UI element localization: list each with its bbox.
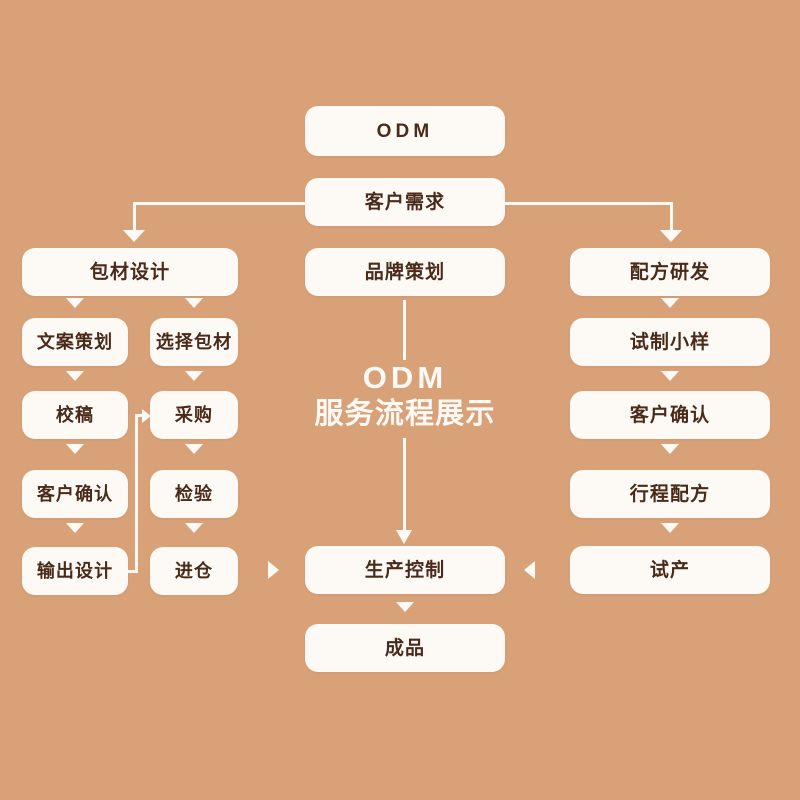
arrow-rnd-to-sample-icon — [661, 298, 679, 308]
node-label: 客户需求 — [364, 191, 446, 213]
node-label: 文案策划 — [36, 332, 114, 352]
branch-right-vertical — [670, 202, 673, 232]
node-label: 行程配方 — [629, 483, 711, 505]
node-brand-planning[interactable]: 品牌策划 — [305, 248, 505, 296]
branch-left-arrowhead-icon — [123, 230, 145, 242]
node-select-packaging[interactable]: 选择包材 — [150, 318, 238, 366]
node-package-design[interactable]: 包材设计 — [22, 248, 238, 296]
node-label: 客户确认 — [629, 404, 711, 426]
feedback-output-vertical — [135, 414, 138, 572]
node-label: 检验 — [174, 484, 214, 504]
center-line-upper — [403, 300, 406, 360]
node-customer-need[interactable]: 客户需求 — [305, 178, 505, 226]
arrow-left-into-production-icon — [268, 561, 279, 579]
node-trial-sample[interactable]: 试制小样 — [570, 318, 770, 366]
node-label: ODM — [376, 120, 434, 142]
arrow-production-to-finished-icon — [396, 602, 414, 612]
arrow-copy-to-proof-icon — [66, 371, 84, 381]
node-proofreading[interactable]: 校稿 — [22, 391, 128, 439]
arrow-formula-to-trial-icon — [661, 523, 679, 533]
node-formula-rnd[interactable]: 配方研发 — [570, 248, 770, 296]
node-label: 客户确认 — [36, 484, 114, 504]
center-title-line2: 服务流程展示 — [314, 397, 496, 430]
branch-right-arrowhead-icon — [660, 230, 682, 242]
arrow-left-subleft-icon — [66, 298, 84, 308]
branch-left-horizontal — [133, 202, 305, 205]
node-label: 包材设计 — [89, 261, 171, 283]
center-line-lower — [403, 438, 406, 534]
node-inspection[interactable]: 检验 — [150, 470, 238, 518]
arrow-left-subright-icon — [185, 298, 203, 308]
node-label: 配方研发 — [629, 261, 711, 283]
feedback-output-arrowhead-icon — [142, 409, 151, 423]
arrow-confirm-to-formula-icon — [661, 444, 679, 454]
feedback-output-horizontal-top — [135, 414, 143, 417]
branch-right-horizontal — [505, 202, 673, 205]
node-copy-planning[interactable]: 文案策划 — [22, 318, 128, 366]
node-label: 输出设计 — [36, 561, 114, 581]
node-label: 试制小样 — [629, 331, 711, 353]
node-label: 进仓 — [174, 561, 214, 581]
center-arrowhead-icon — [396, 530, 412, 544]
node-trial-production[interactable]: 试产 — [570, 546, 770, 594]
feedback-output-horizontal-bottom — [128, 570, 138, 573]
node-production-control[interactable]: 生产控制 — [305, 546, 505, 594]
center-watermark-title: ODM 服务流程展示 — [290, 360, 520, 431]
branch-left-vertical — [133, 202, 136, 232]
arrow-inspect-to-warehouse-icon — [185, 523, 203, 533]
node-label: 采购 — [174, 405, 214, 425]
node-process-formula[interactable]: 行程配方 — [570, 470, 770, 518]
center-title-line1: ODM — [362, 360, 448, 395]
arrow-purchase-to-inspect-icon — [185, 444, 203, 454]
node-warehouse-in[interactable]: 进仓 — [150, 547, 238, 595]
node-customer-confirm-right[interactable]: 客户确认 — [570, 391, 770, 439]
node-label: 成品 — [384, 637, 426, 659]
node-finished-product[interactable]: 成品 — [305, 624, 505, 672]
node-customer-confirm-left[interactable]: 客户确认 — [22, 470, 128, 518]
node-purchase[interactable]: 采购 — [150, 391, 238, 439]
node-output-design[interactable]: 输出设计 — [22, 547, 128, 595]
node-label: 生产控制 — [364, 559, 446, 581]
arrow-right-into-production-icon — [524, 561, 535, 579]
arrow-confirm-to-output-icon — [66, 523, 84, 533]
node-odm-title[interactable]: ODM — [305, 106, 505, 156]
arrow-select-to-purchase-icon — [185, 371, 203, 381]
node-label: 校稿 — [55, 405, 95, 425]
arrow-sample-to-confirm-icon — [661, 371, 679, 381]
arrow-proof-to-confirm-icon — [66, 444, 84, 454]
node-label: 选择包材 — [155, 332, 233, 352]
node-label: 试产 — [649, 559, 691, 581]
node-label: 品牌策划 — [364, 261, 446, 283]
